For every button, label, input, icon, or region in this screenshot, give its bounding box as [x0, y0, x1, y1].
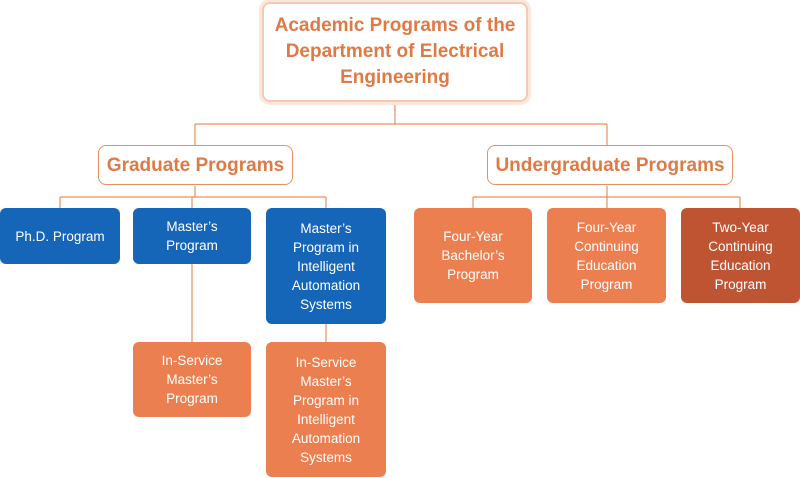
two-year-continuing-program-box: Two-Year Continuing Education Program [681, 208, 800, 303]
masters-ias-program-label: Master’s Program in Intelligent Automati… [291, 220, 361, 312]
inservice-masters-ias-program-box: In-Service Master’s Program in Intellige… [266, 342, 386, 477]
inservice-masters-ias-program-label: In-Service Master’s Program in Intellige… [291, 354, 361, 465]
four-year-continuing-program-box: Four-Year Continuing Education Program [547, 208, 666, 303]
graduate-programs-title: Graduate Programs [106, 154, 285, 176]
masters-ias-program-box: Master’s Program in Intelligent Automati… [266, 208, 386, 324]
phd-program-box: Ph.D. Program [0, 208, 120, 264]
undergraduate-programs-title: Undergraduate Programs [495, 154, 725, 176]
undergraduate-programs-box: Undergraduate Programs [487, 145, 733, 185]
department-programs-title-box: Academic Programs of the Department of E… [262, 2, 528, 102]
four-year-bachelors-program-box: Four-Year Bachelor’s Program [414, 208, 532, 303]
inservice-masters-program-box: In-Service Master’s Program [133, 342, 251, 417]
inservice-masters-program-label: In-Service Master’s Program [161, 353, 223, 406]
two-year-continuing-program-label: Two-Year Continuing Education Program [708, 219, 773, 292]
masters-program-label: Master’s Program [166, 219, 218, 253]
department-programs-title: Academic Programs of the Department of E… [274, 15, 516, 88]
graduate-programs-box: Graduate Programs [98, 145, 293, 185]
phd-program-label: Ph.D. Program [15, 228, 105, 244]
masters-program-box: Master’s Program [133, 208, 251, 264]
four-year-continuing-program-label: Four-Year Continuing Education Program [574, 219, 639, 292]
four-year-bachelors-program-label: Four-Year Bachelor’s Program [441, 229, 505, 282]
